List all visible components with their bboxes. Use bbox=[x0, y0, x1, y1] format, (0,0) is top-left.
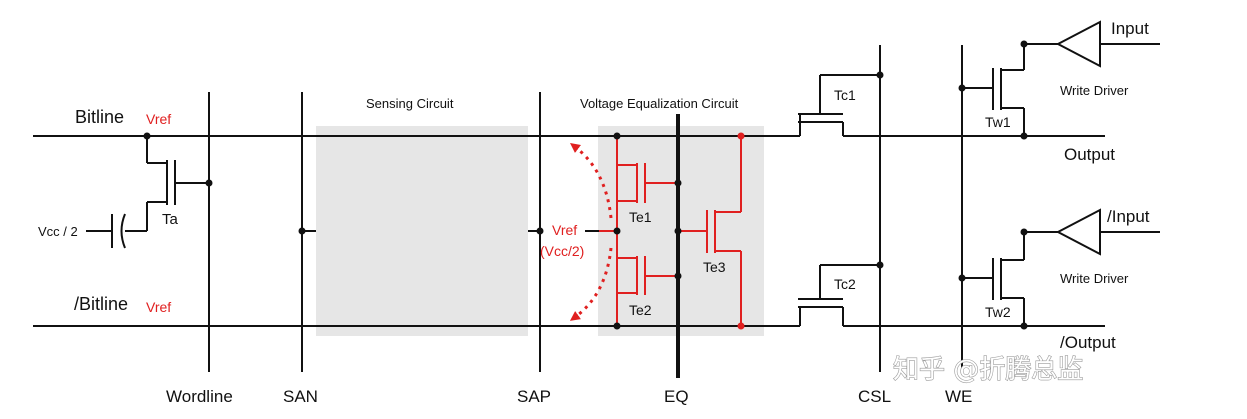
ta-label: Ta bbox=[162, 211, 179, 228]
watermark: 知乎 @折腾总监 bbox=[893, 355, 1083, 385]
bitline-bar-label: /Bitline bbox=[74, 294, 128, 314]
input-label: Input bbox=[1111, 19, 1149, 38]
write-driver-2 bbox=[1024, 208, 1160, 256]
write-driver-1 bbox=[1024, 20, 1160, 68]
tc1-label: Tc1 bbox=[834, 87, 856, 103]
te2-label: Te2 bbox=[629, 302, 652, 318]
control-lines bbox=[208, 45, 963, 372]
te1-label: Te1 bbox=[629, 209, 652, 225]
write-driver-1-label: Write Driver bbox=[1060, 83, 1129, 98]
bitline-label: Bitline bbox=[75, 107, 124, 127]
junction-dots bbox=[143, 40, 1028, 330]
output-label: Output bbox=[1064, 145, 1115, 164]
eq-label: EQ bbox=[664, 387, 689, 406]
vref-mid-label: Vref bbox=[552, 222, 577, 238]
sensing-circuit-label: Sensing Circuit bbox=[366, 96, 454, 111]
transistor-tc2 bbox=[798, 264, 880, 326]
vref-arrow-up bbox=[570, 142, 613, 219]
bitline-wires bbox=[33, 135, 1105, 327]
we-label: WE bbox=[945, 387, 972, 406]
tw2-label: Tw2 bbox=[985, 304, 1011, 320]
transistor-tc1 bbox=[798, 74, 880, 136]
vref-bitline-label: Vref bbox=[146, 111, 171, 127]
csl-label: CSL bbox=[858, 387, 891, 406]
vref-arrow-down bbox=[569, 247, 613, 321]
wordline-label: Wordline bbox=[166, 387, 233, 406]
vref-bitline-bar-label: Vref bbox=[146, 299, 171, 315]
input-bar-label: /Input bbox=[1107, 207, 1150, 226]
vcc-half-label: Vcc / 2 bbox=[38, 224, 78, 239]
sensing-circuit-block bbox=[316, 126, 528, 336]
tw1-label: Tw1 bbox=[985, 114, 1011, 130]
transistor-tw2 bbox=[962, 232, 1025, 326]
san-label: SAN bbox=[283, 387, 318, 406]
sap-label: SAP bbox=[517, 387, 551, 406]
tc2-label: Tc2 bbox=[834, 276, 856, 292]
vcc-over-2-label: (Vcc/2) bbox=[540, 243, 584, 259]
te3-label: Te3 bbox=[703, 259, 726, 275]
transistor-ta bbox=[86, 136, 209, 249]
write-driver-2-label: Write Driver bbox=[1060, 271, 1129, 286]
transistor-tw1 bbox=[962, 44, 1025, 136]
voltage-eq-label: Voltage Equalization Circuit bbox=[580, 96, 739, 111]
output-bar-label: /Output bbox=[1060, 333, 1116, 352]
